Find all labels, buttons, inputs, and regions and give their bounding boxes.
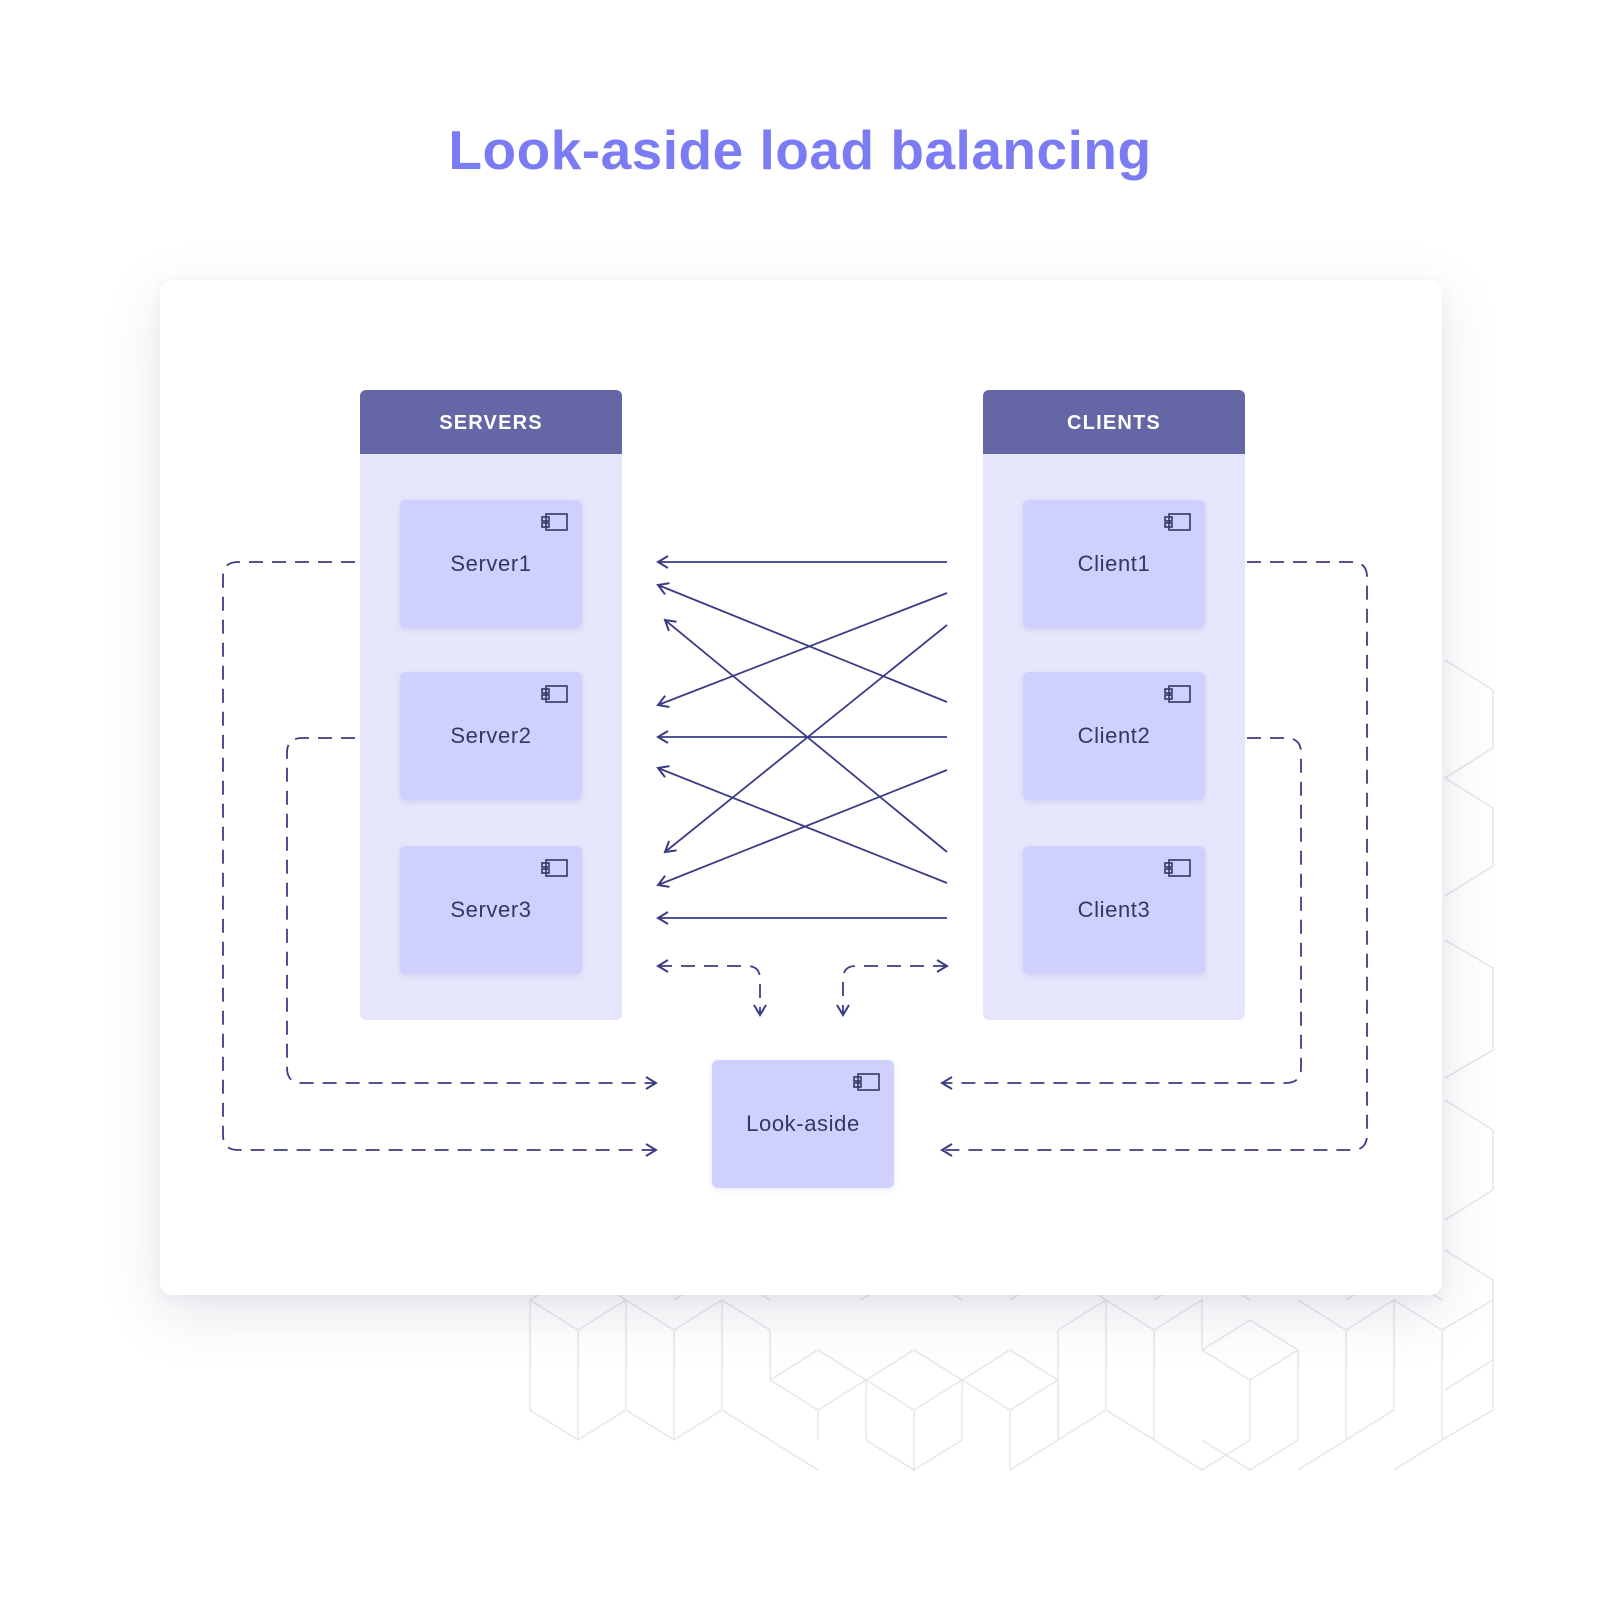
component-icon <box>1164 685 1191 703</box>
diagram-title: Look-aside load balancing <box>448 119 1152 181</box>
client2-label: Client2 <box>1077 723 1151 748</box>
diagram-card: SERVERS Server1 Server2 Server3 CLIENTS <box>160 280 1442 1295</box>
component-icon <box>541 859 568 877</box>
client1-node[interactable]: Client1 <box>1023 500 1205 628</box>
lookaside-label: Look-aside <box>746 1111 860 1136</box>
client3-node[interactable]: Client3 <box>1023 846 1205 974</box>
server2-label: Server2 <box>450 723 532 748</box>
server1-node[interactable]: Server1 <box>400 500 582 628</box>
conn-line <box>663 618 948 853</box>
component-icon <box>853 1073 880 1091</box>
dashed-route <box>222 555 658 1157</box>
dashed-route <box>836 959 949 1017</box>
dashed-route <box>940 731 1302 1090</box>
server3-label: Server3 <box>450 897 532 922</box>
component-icon <box>1164 513 1191 531</box>
dashed-route <box>656 959 767 1017</box>
dashed-route <box>286 731 658 1090</box>
conn-line <box>656 592 948 708</box>
clients-header: CLIENTS <box>983 390 1245 454</box>
component-icon <box>1164 859 1191 877</box>
client2-node[interactable]: Client2 <box>1023 672 1205 800</box>
client3-label: Client3 <box>1077 897 1151 922</box>
client1-label: Client1 <box>1077 551 1151 576</box>
conn-line <box>656 769 948 888</box>
server2-node[interactable]: Server2 <box>400 672 582 800</box>
servers-header: SERVERS <box>360 390 622 454</box>
servers-group: SERVERS Server1 Server2 Server3 <box>360 390 622 1020</box>
server3-node[interactable]: Server3 <box>400 846 582 974</box>
conn-line <box>656 582 948 703</box>
conn-line <box>656 765 948 884</box>
clients-group: CLIENTS Client1 Client2 Client3 <box>983 390 1245 1020</box>
lookaside-node[interactable]: Look-aside <box>712 1060 894 1188</box>
server1-label: Server1 <box>450 551 532 576</box>
connection-lines <box>222 555 1368 1157</box>
conn-line <box>663 624 948 854</box>
component-icon <box>541 685 568 703</box>
component-icon <box>541 513 568 531</box>
